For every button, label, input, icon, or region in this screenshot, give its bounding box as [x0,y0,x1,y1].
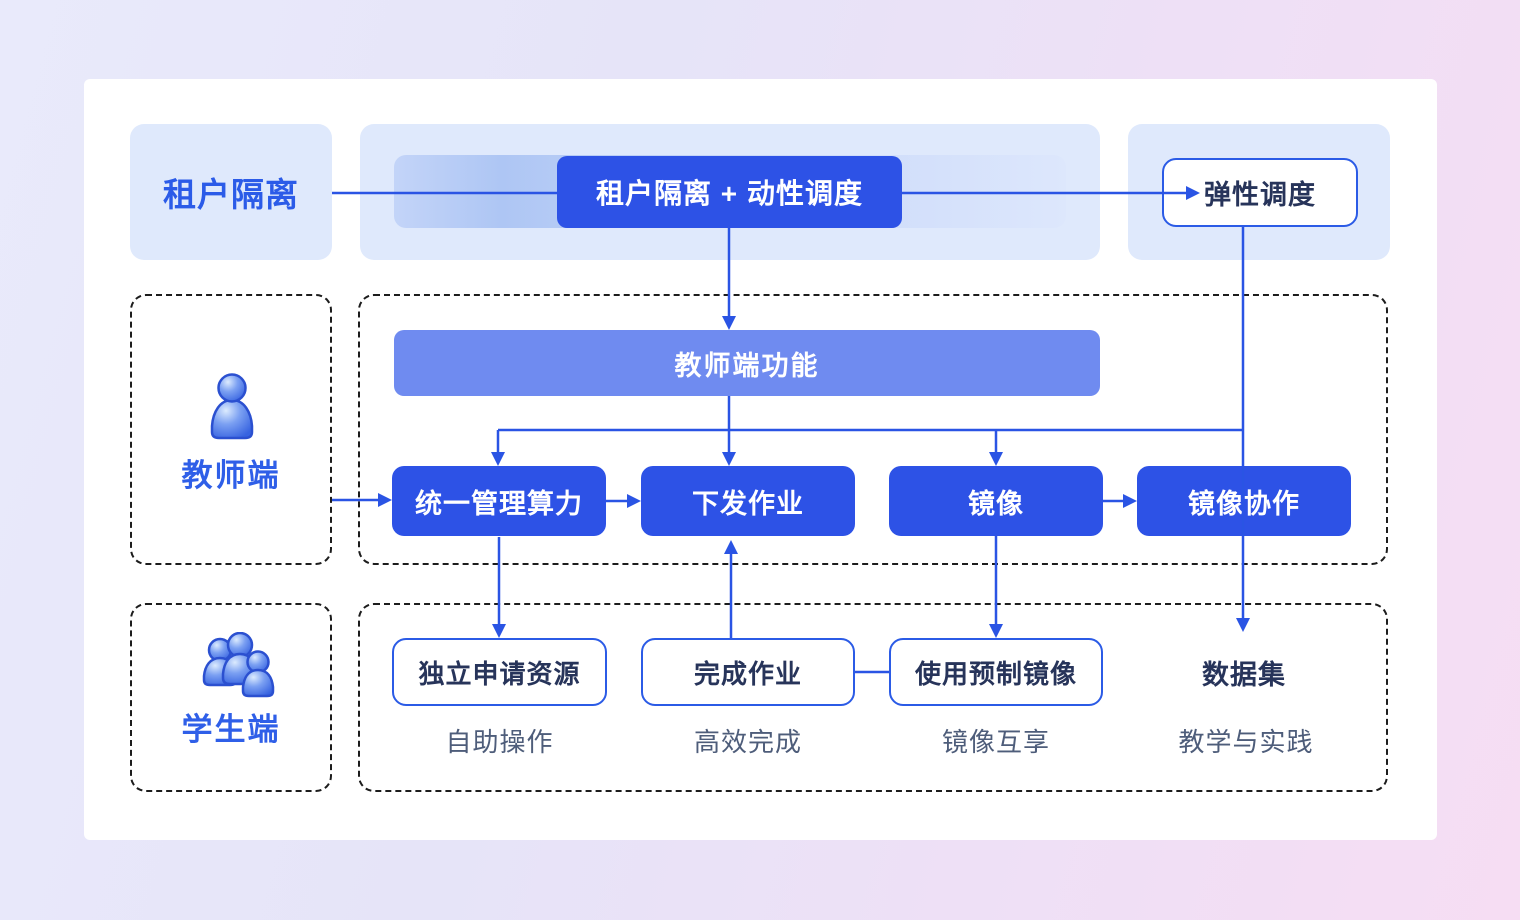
tenant-isolation-label: 租户隔离 [130,124,332,260]
node-request-resources: 独立申请资源 [392,638,607,706]
caption-efficient: 高效完成 [693,726,802,757]
node-assign-homework: 下发作业 [641,466,855,536]
caption-self-service: 自助操作 [445,726,554,757]
caption-teaching-practice: 教学与实践 [1178,726,1314,757]
caption-image-sharing: 镜像互享 [941,726,1050,757]
node-dataset: 数据集 [1202,659,1286,690]
teacher-side-panel [130,294,332,565]
node-use-prebuilt-image: 使用预制镜像 [889,638,1103,706]
student-side-panel [130,603,332,792]
student-side-label: 学生端 [181,711,281,747]
person-icon [205,372,259,442]
teacher-functions-header: 教师端功能 [394,330,1100,396]
tenant-scheduling-pill: 租户隔离 + 动性调度 [557,156,902,228]
teacher-functions-panel [358,294,1388,565]
node-finish-homework: 完成作业 [641,638,855,706]
people-group-icon [198,631,282,704]
teacher-side-label: 教师端 [181,457,281,493]
student-actions-panel [358,603,1388,792]
node-image-collaboration: 镜像协作 [1137,466,1351,536]
elastic-scheduling-box: 弹性调度 [1162,158,1358,227]
node-image: 镜像 [889,466,1103,536]
node-unified-compute: 统一管理算力 [392,466,606,536]
